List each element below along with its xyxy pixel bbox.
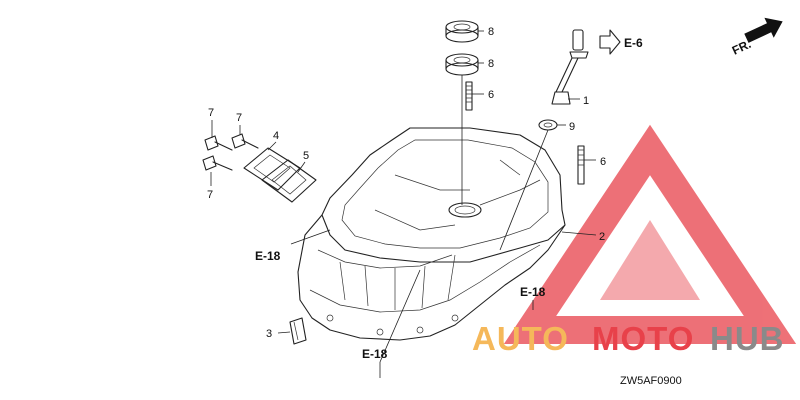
washer bbox=[538, 119, 558, 131]
oil-seal-lower bbox=[445, 53, 479, 76]
leader-lines bbox=[210, 30, 597, 378]
watermark-text: AUTO MOTO HUB bbox=[472, 320, 785, 357]
label-6-top: 6 bbox=[488, 89, 494, 101]
ref-e18-right: E-18 bbox=[520, 285, 546, 299]
gasket bbox=[261, 159, 317, 203]
cover-plate bbox=[243, 147, 301, 191]
label-6-right: 6 bbox=[600, 156, 606, 168]
watermark-moto: MOTO bbox=[592, 320, 694, 357]
label-8-lower: 8 bbox=[488, 58, 494, 70]
watermark-logo bbox=[503, 124, 797, 344]
oil-seal-upper bbox=[445, 20, 479, 43]
label-2: 2 bbox=[599, 231, 605, 243]
oil-level-gauge bbox=[551, 29, 589, 105]
case-housing bbox=[297, 127, 566, 341]
label-1: 1 bbox=[583, 95, 589, 107]
part-labels: 8 8 6 1 9 6 2 7 7 7 4 5 3 bbox=[207, 26, 606, 340]
label-5: 5 bbox=[303, 150, 309, 162]
leader-gauge bbox=[499, 129, 549, 251]
front-arrow-icon bbox=[744, 17, 783, 43]
stud-bolt-top bbox=[465, 81, 473, 111]
stud-bolt-right bbox=[577, 145, 585, 185]
ref-e6: E-6 bbox=[624, 36, 643, 50]
label-7-a: 7 bbox=[208, 107, 214, 119]
bolt-b bbox=[231, 133, 259, 149]
rubber-damper bbox=[289, 317, 307, 345]
watermark-auto: AUTO bbox=[472, 320, 569, 357]
bolt-a bbox=[204, 135, 233, 151]
diagram-code: ZW5AF0900 bbox=[620, 375, 682, 387]
ref-e18-left: E-18 bbox=[255, 249, 281, 263]
ref-e18-bottom: E-18 bbox=[362, 347, 388, 361]
bolt-c bbox=[202, 155, 233, 171]
label-7-c: 7 bbox=[207, 189, 213, 201]
label-3: 3 bbox=[266, 328, 272, 340]
label-9: 9 bbox=[569, 121, 575, 133]
label-4: 4 bbox=[273, 130, 279, 142]
arrow-e6-icon bbox=[599, 29, 621, 55]
watermark-hub: HUB bbox=[710, 320, 785, 357]
label-8-upper: 8 bbox=[488, 26, 494, 38]
label-7-b: 7 bbox=[236, 112, 242, 124]
